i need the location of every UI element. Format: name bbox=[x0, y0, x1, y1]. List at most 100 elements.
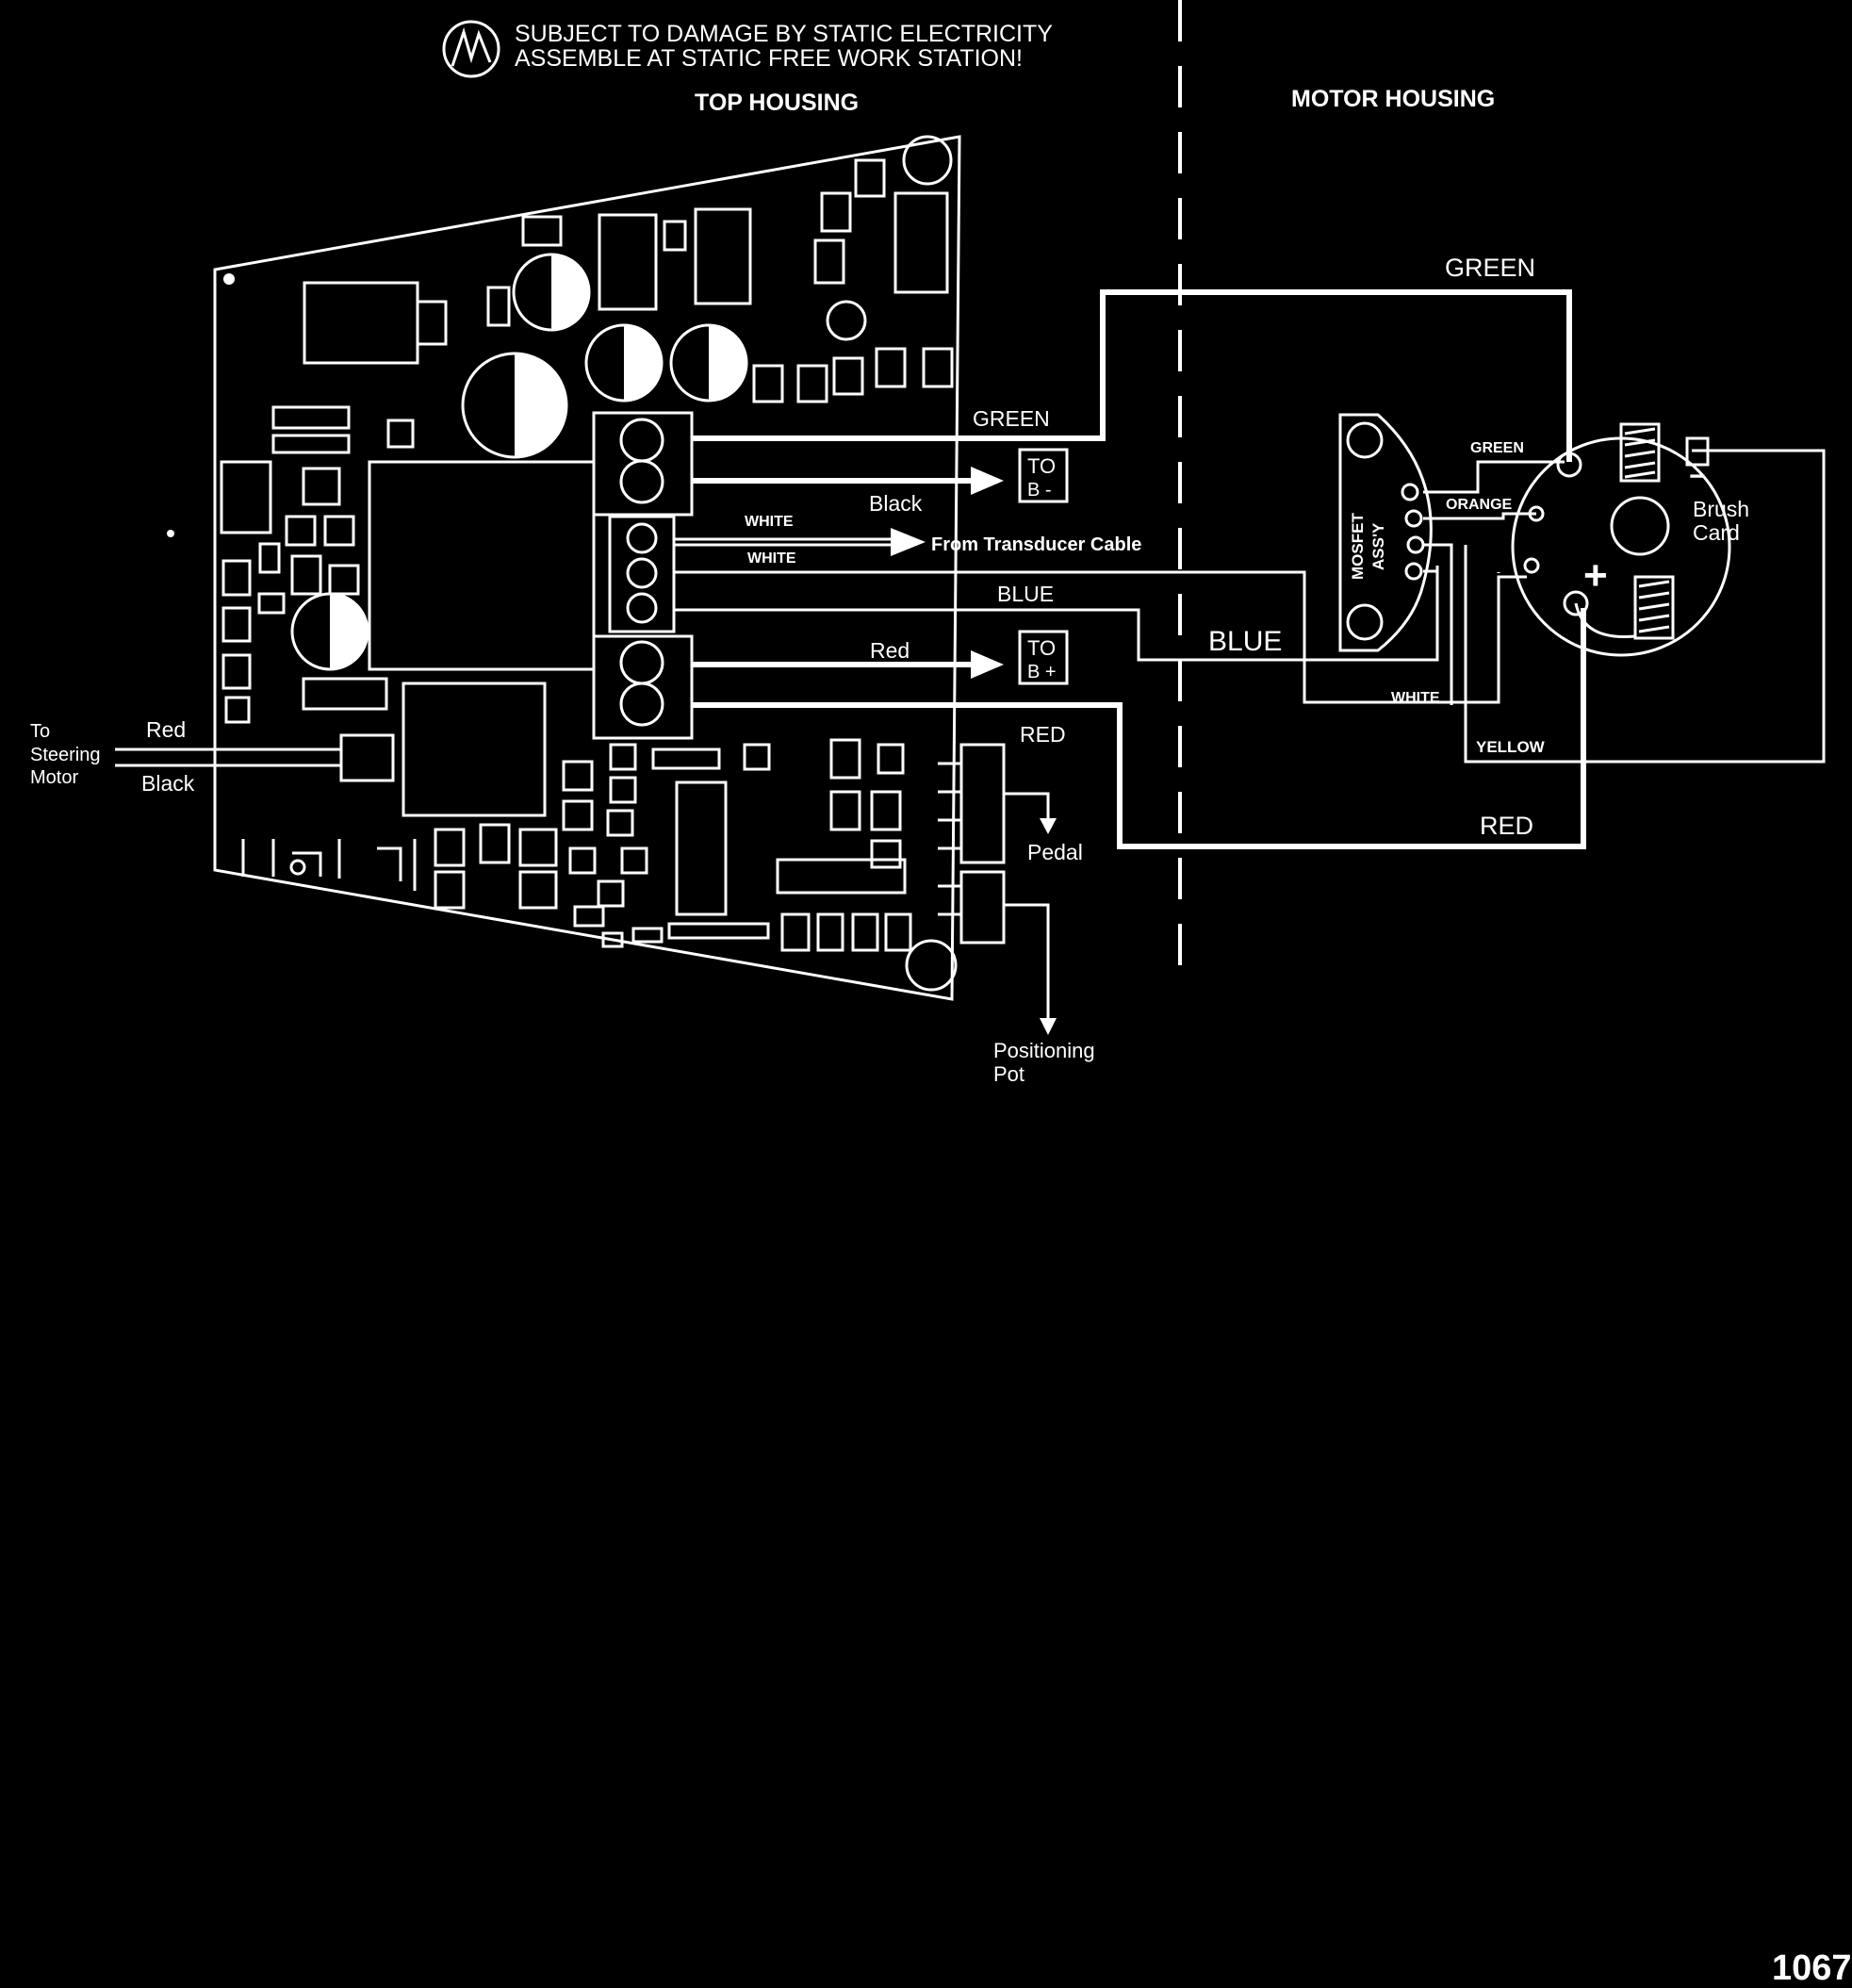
component bbox=[780, 912, 811, 952]
terminal-screw bbox=[619, 682, 664, 727]
component bbox=[302, 467, 341, 506]
component bbox=[820, 191, 852, 233]
mosfet-mount bbox=[1346, 421, 1384, 459]
warning-line-2: ASSEMBLE AT STATIC FREE WORK STATION! bbox=[515, 45, 1023, 72]
test-point bbox=[289, 859, 306, 876]
component bbox=[813, 238, 845, 285]
terminal-screw bbox=[626, 557, 658, 589]
component bbox=[271, 405, 351, 430]
steering-black-label: Black bbox=[141, 771, 195, 796]
main-ic-block bbox=[368, 460, 596, 671]
mount-hole bbox=[223, 273, 235, 285]
positioning-pot-line2: Pot bbox=[993, 1062, 1024, 1086]
mount-hole bbox=[167, 530, 174, 537]
steering-label-line3: Motor bbox=[30, 767, 78, 788]
component bbox=[832, 356, 864, 396]
brush-card-minus: − bbox=[1689, 461, 1706, 492]
label-green-mosfet: GREEN bbox=[1470, 440, 1524, 456]
mosfet-assembly: MOSFET ASS'Y bbox=[1338, 413, 1433, 652]
steering-label-line1: To bbox=[30, 721, 50, 742]
mosfet-label-line1: MOSFET bbox=[1349, 513, 1367, 580]
arrow-pedal bbox=[1040, 818, 1057, 834]
lower-ic-block bbox=[402, 682, 547, 817]
wire-green-mosfet bbox=[1423, 460, 1565, 494]
terminal-screw bbox=[619, 459, 664, 504]
label-black: Black bbox=[869, 491, 923, 516]
component bbox=[743, 743, 771, 771]
terminal-block-signal bbox=[608, 515, 676, 633]
arrow-pot bbox=[1040, 1018, 1057, 1035]
component bbox=[601, 931, 624, 948]
pedal-label: Pedal bbox=[1027, 840, 1083, 864]
brush-positive bbox=[1633, 575, 1675, 640]
mosfet-outline bbox=[1338, 413, 1433, 652]
brush-card-lug bbox=[1685, 436, 1710, 467]
component bbox=[667, 922, 770, 940]
mosfet-label-line2: ASS'Y bbox=[1369, 522, 1387, 570]
brush-positive-hatch bbox=[1638, 580, 1670, 633]
terminal-screw bbox=[626, 522, 658, 554]
terminal-b-minus-line2: B - bbox=[1027, 480, 1052, 501]
component bbox=[221, 606, 252, 643]
arrow-black bbox=[971, 467, 1004, 495]
terminal-screw bbox=[619, 640, 664, 685]
terminal-b-minus-box bbox=[1018, 448, 1069, 503]
mount-hole bbox=[902, 135, 953, 186]
component bbox=[486, 286, 511, 327]
terminal-block-power-neg bbox=[592, 411, 694, 517]
brush-card-label-line2: Card bbox=[1693, 520, 1740, 545]
component bbox=[328, 564, 360, 596]
label-yellow: YELLOW bbox=[1476, 738, 1546, 756]
label-green-top: GREEN bbox=[1445, 254, 1535, 282]
component bbox=[323, 515, 355, 547]
top-housing-title: TOP HOUSING bbox=[695, 90, 859, 116]
component bbox=[224, 696, 251, 724]
steering-connector bbox=[339, 733, 395, 782]
component bbox=[434, 870, 466, 910]
wire-pedal bbox=[1004, 792, 1050, 820]
wire-white-motor bbox=[1423, 543, 1453, 705]
motor-housing-title: MOTOR HOUSING bbox=[1291, 86, 1495, 112]
component bbox=[620, 846, 648, 875]
ic bbox=[598, 213, 658, 311]
ic bbox=[694, 207, 752, 305]
brush-card-terminal bbox=[1556, 452, 1582, 478]
component bbox=[285, 515, 317, 547]
component bbox=[851, 912, 879, 952]
component bbox=[434, 828, 466, 867]
brush-card: Brush Card + − bbox=[1511, 422, 1749, 657]
static-warning-icon-glyph bbox=[451, 26, 492, 67]
steering-label-line2: Steering bbox=[30, 745, 101, 765]
component bbox=[302, 677, 388, 711]
component bbox=[776, 858, 907, 895]
brush-card-hub bbox=[1610, 496, 1670, 556]
terminal-b-plus: TO B + bbox=[1018, 630, 1069, 685]
label-from-transducer: From Transducer Cable bbox=[931, 534, 1141, 555]
terminal-screw bbox=[619, 418, 664, 463]
capacitor-fill bbox=[330, 594, 368, 669]
component bbox=[597, 879, 625, 908]
component bbox=[631, 927, 664, 944]
relay-pins bbox=[416, 300, 448, 346]
static-warning-icon bbox=[442, 20, 500, 78]
terminal-b-plus-line1: TO bbox=[1027, 636, 1056, 660]
mosfet-pin bbox=[1401, 483, 1419, 501]
steering-red-label: Red bbox=[146, 717, 186, 742]
terminal-b-minus: TO B - bbox=[1018, 448, 1069, 503]
wire-blue-2 bbox=[674, 566, 1439, 662]
wire-pot bbox=[1004, 903, 1050, 1020]
component bbox=[752, 364, 784, 403]
component bbox=[562, 760, 594, 792]
toroid bbox=[826, 300, 867, 341]
component bbox=[562, 799, 594, 831]
pedal-connector bbox=[959, 743, 1006, 864]
positioning-pot-line1: Positioning bbox=[993, 1039, 1095, 1062]
capacitor-fill bbox=[624, 325, 662, 401]
component bbox=[241, 839, 417, 891]
wire-yellow bbox=[1464, 449, 1826, 764]
capacitor-fill bbox=[709, 325, 746, 401]
component bbox=[609, 743, 637, 771]
brush-card-terminal bbox=[1528, 505, 1545, 522]
ic bbox=[893, 191, 949, 294]
